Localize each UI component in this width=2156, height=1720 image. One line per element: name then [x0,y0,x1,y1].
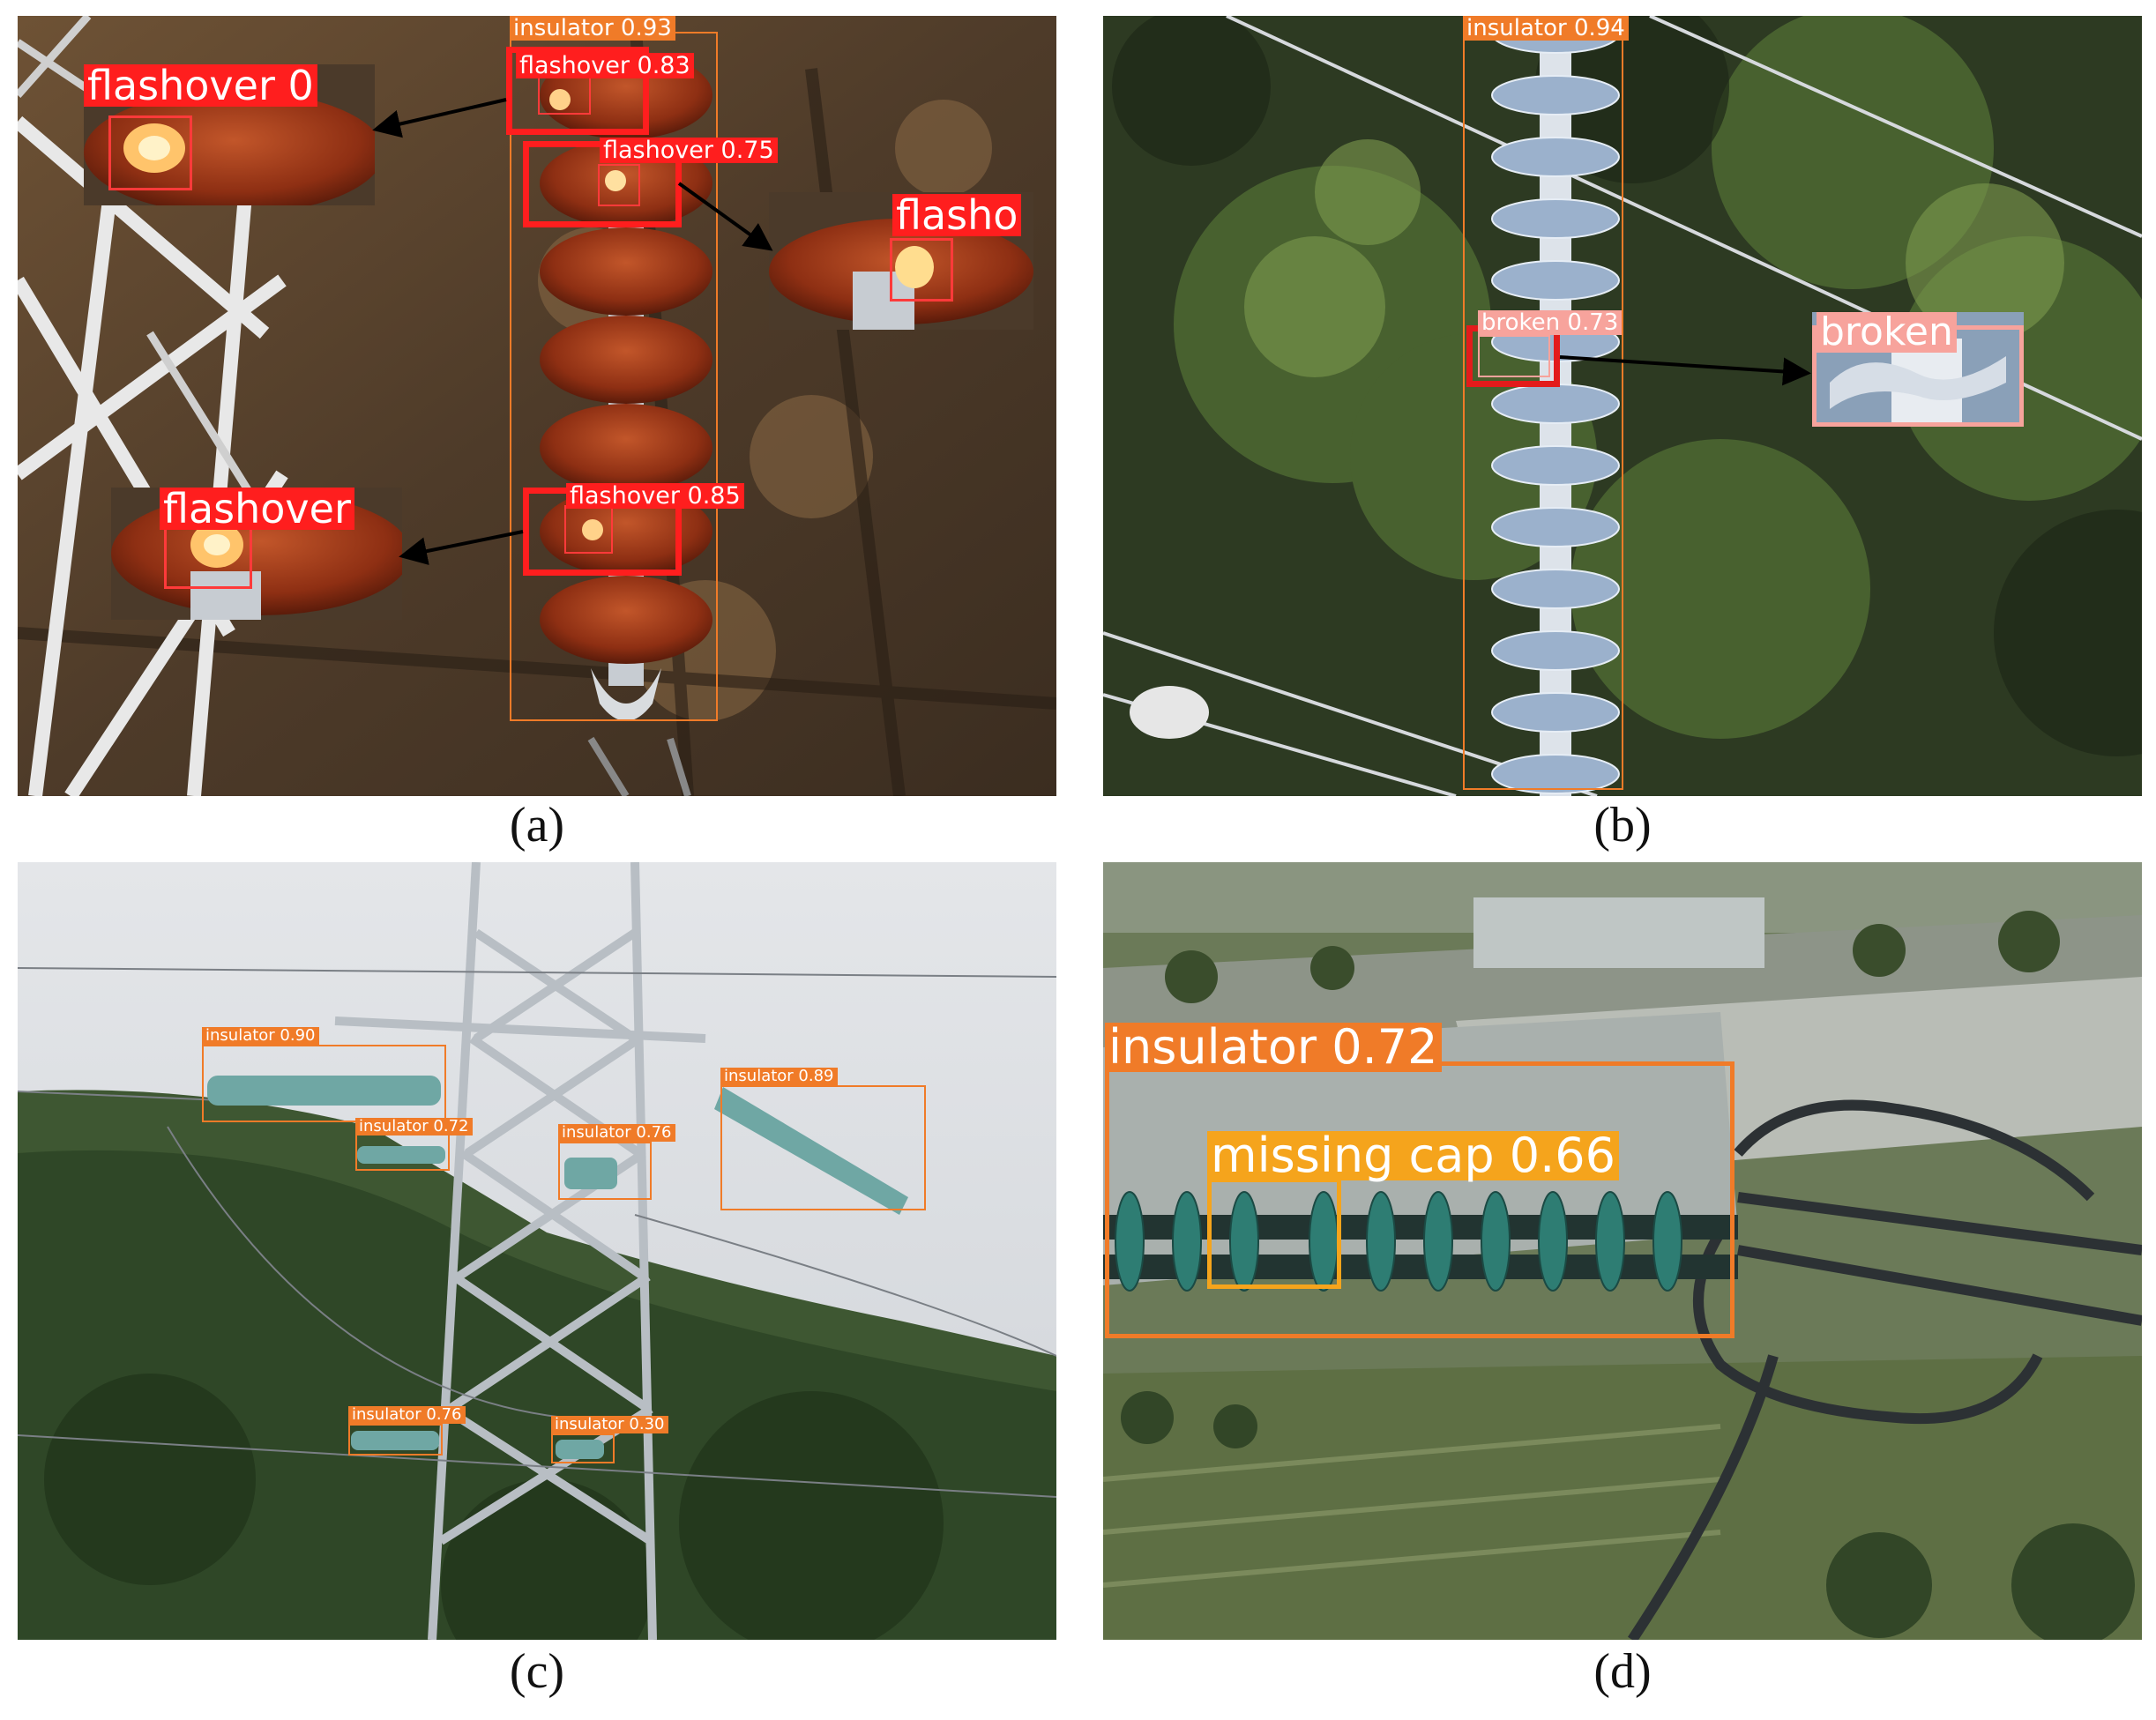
caption-c: (c) [509,1644,565,1699]
insulator-box [558,1142,652,1200]
zoom-inset: flashover [111,488,402,620]
flashover-label: flashover [160,488,354,530]
caption-d: (d) [1593,1644,1652,1699]
tower [334,862,706,1640]
aerial-farmland-scene [1103,862,2142,1640]
broken-inner-box [1478,335,1550,377]
insulator-box [202,1045,446,1122]
insulator-label: insulator 0.72 [355,1118,473,1135]
transmission-tower-scene [18,862,1056,1640]
flashover-label: flashover 0.75 [600,138,778,163]
insulator-box [1105,1061,1734,1338]
missing-cap-box [1207,1178,1341,1289]
insulator-label: insulator 0.72 [1105,1023,1442,1072]
insulator-label: insulator 0.89 [720,1068,838,1085]
flashover-label: flasho [892,194,1022,236]
broken-label: broken [1817,312,1957,353]
broken-label: broken 0.73 [1478,310,1623,335]
panel-c-image: insulator 0.90 insulator 0.72 insulator … [18,862,1056,1640]
flashover-inner-box [564,505,613,554]
flashover-box [506,47,649,135]
zoom-inset: flashover 0 [84,64,375,205]
conductor-spacer [1627,1099,2142,1640]
panel-a-image: insulator 0.93 flashover 0.83 flashover … [18,16,1056,796]
caption-b: (b) [1593,798,1652,853]
insulator-box [355,1134,450,1171]
insulator-box [720,1085,926,1210]
insulator-label: insulator 0.30 [551,1416,668,1433]
flashover-label: flashover 0.85 [566,483,744,509]
panel-d-image: insulator 0.72 missing cap 0.66 [1103,862,2142,1640]
insulator-strings [207,1076,908,1459]
insulator-string [1491,16,1620,796]
flashover-inner-box [890,238,953,302]
insulator-box [348,1424,443,1456]
missing-cap-label: missing cap 0.66 [1207,1131,1619,1180]
flashover-inner-box [598,164,640,206]
caption-a: (a) [509,798,565,853]
insulator-label: insulator 0.76 [558,1124,675,1142]
insulator-box [551,1433,615,1463]
flashover-label: flashover 0 [84,64,317,107]
zoom-inset: broken [1812,312,2024,427]
panel-b-image: insulator 0.94 broken 0.73 broken [1103,16,2142,796]
insulator-box [1463,32,1623,790]
insulator-label: insulator 0.94 [1463,16,1629,41]
zoom-inset: flasho [769,192,1033,330]
insulator-label: insulator 0.93 [510,16,675,41]
insulator-label: insulator 0.90 [202,1027,319,1045]
insulator-box [510,32,718,721]
flashover-inner-box [108,115,192,190]
flashover-label: flashover 0.83 [516,53,694,78]
insulator-label: insulator 0.76 [348,1406,466,1424]
